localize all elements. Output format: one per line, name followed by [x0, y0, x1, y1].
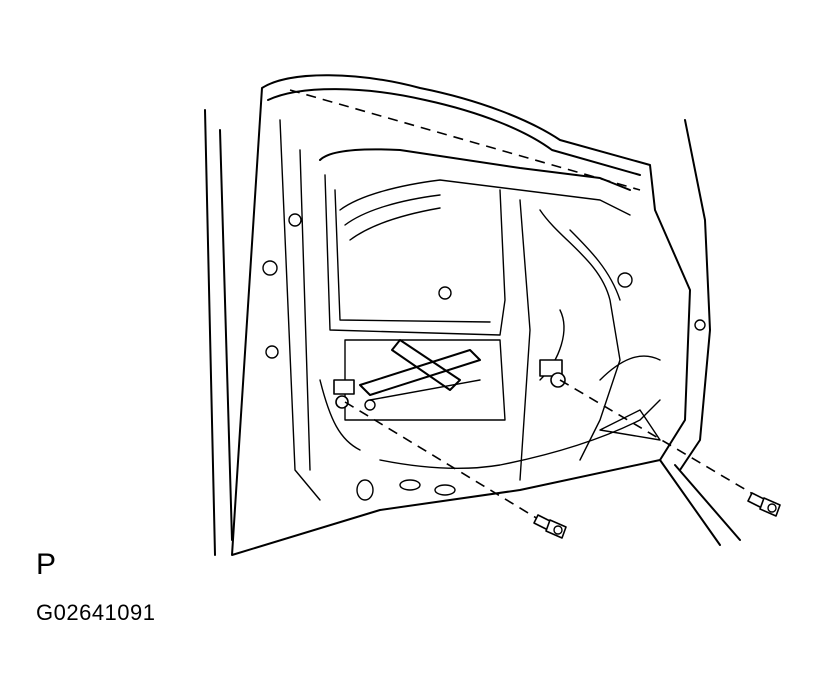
regulator-bolt-points	[333, 359, 566, 409]
figure-code: G02641091	[36, 600, 156, 625]
door-shell	[231, 74, 691, 556]
body-lines-right	[659, 119, 741, 546]
bolt-right	[747, 492, 781, 517]
window-regulator	[344, 339, 506, 421]
window-frame	[319, 148, 631, 336]
inner-panel-right	[519, 199, 661, 481]
removal-guide-lines	[289, 89, 759, 526]
bolt-left	[533, 514, 567, 539]
view-label: P	[36, 548, 57, 581]
body-pillar-lines	[204, 109, 233, 556]
wire-harness	[319, 355, 661, 469]
mounting-holes	[262, 213, 706, 501]
